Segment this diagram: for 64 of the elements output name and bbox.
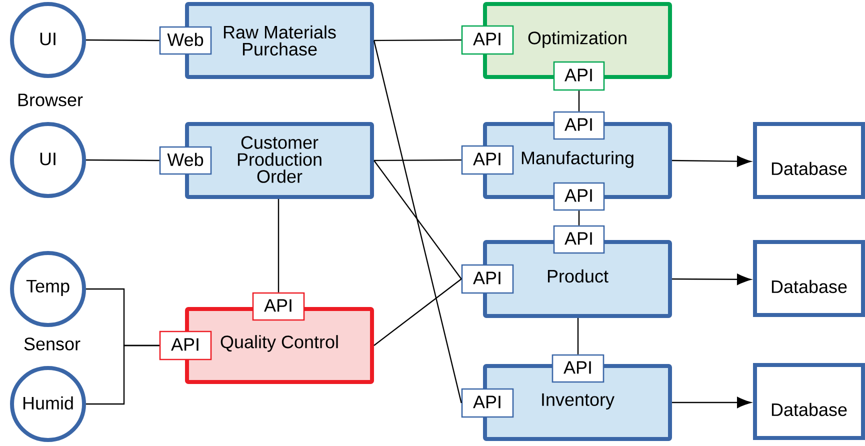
circle-node [10,2,86,78]
node-text: Inventory [542,393,614,410]
node-text: Manufacturing [522,151,634,168]
database-cylinder [753,240,865,317]
database-cylinder [753,122,865,199]
node-text: Quality Control [220,335,338,352]
node-text: API [473,152,500,166]
node-text: API [171,338,198,351]
port-box [461,145,514,175]
connector-line [374,159,462,162]
port-box [461,25,514,55]
port-box [461,388,514,418]
node-text: Database [772,280,847,294]
node-text: Web [167,152,204,166]
port-box [553,111,605,140]
node-text: API [473,32,500,46]
node-text: API [564,189,592,202]
port-box [553,225,605,254]
port-box [252,292,305,321]
node-text: UI [40,32,56,46]
node-text: Optimization [528,31,626,48]
port-box [159,146,212,175]
group-label: Sensor [24,338,80,350]
connector-line [374,160,462,280]
port-box [553,61,605,91]
port-box [552,354,604,383]
node-text: Raw Materials Purchase [224,25,336,56]
arrow [672,274,752,285]
port-box [159,26,212,55]
connector-line [86,344,160,405]
circle-node [10,366,86,442]
port-box [553,182,605,211]
node-text: Product [548,269,608,283]
node-text: API [264,299,292,312]
node-text: Humid [24,396,73,410]
connector-line [578,90,580,112]
port-box [461,264,514,294]
circle-node [10,122,86,198]
node-text: API [564,361,591,374]
node-text: Database [772,402,847,416]
arrow [672,396,752,408]
connector-line [577,318,579,354]
node-text: API [564,68,592,82]
node-text: API [473,272,500,284]
connector-line [86,39,160,42]
connector-line [374,278,462,346]
database-cylinder [753,363,865,440]
connector-line [578,210,580,226]
connector-line [86,159,160,162]
node-text: Web [167,32,204,46]
arrow [672,156,752,167]
connector-line [278,199,280,292]
node-text: Database [772,162,847,176]
connector-line [374,39,462,42]
connector-line [373,40,462,404]
node-text: API [473,396,500,408]
node-text: Temp [26,280,70,296]
group-label: Browser [18,94,83,106]
port-box [159,330,212,360]
node-text: Customer Production Order [238,136,322,183]
node-text: API [564,118,592,131]
circle-node [10,251,86,327]
node-text: UI [40,152,56,166]
node-text: API [564,232,592,245]
